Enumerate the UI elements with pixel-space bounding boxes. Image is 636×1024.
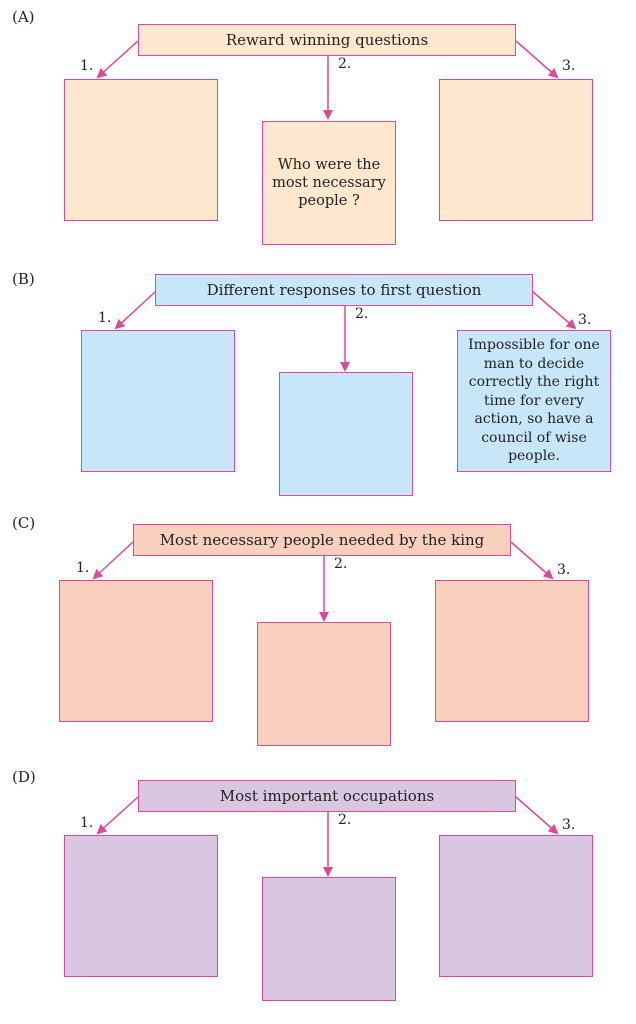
section-b: (B) Different responses to first questio… <box>0 262 636 502</box>
header-box: Reward winning questions <box>138 24 516 56</box>
connector-arrows <box>114 291 577 372</box>
answer-text: Who were the most necessary people ? <box>272 157 386 209</box>
number-label-1: 1. <box>76 560 90 576</box>
answer-box-2 <box>257 622 391 746</box>
answer-box-3 <box>439 835 593 977</box>
header-text: Most important occupations <box>219 787 435 805</box>
number-label-2: 2. <box>355 306 369 322</box>
connector-arrows <box>92 541 554 622</box>
connector-arrows <box>96 796 559 877</box>
section-a: (A) Reward winning questions 1. 2. 3. Wh… <box>0 0 636 250</box>
answer-box-3 <box>435 580 589 722</box>
header-text: Most necessary people needed by the king <box>159 531 485 549</box>
answer-box-2 <box>279 372 413 496</box>
number-label-1: 1. <box>80 815 94 831</box>
number-label-3: 3. <box>557 562 571 578</box>
section-label: (C) <box>12 514 36 532</box>
section-d: (D) Most important occupations 1. 2. 3. <box>0 766 636 1016</box>
header-box: Most important occupations <box>138 780 516 812</box>
header-text: Reward winning questions <box>225 31 429 49</box>
answer-box-1 <box>81 330 235 472</box>
section-label: (D) <box>12 768 36 786</box>
header-box: Most necessary people needed by the king <box>133 524 511 556</box>
number-label-3: 3. <box>562 58 576 74</box>
section-label: (A) <box>12 8 35 26</box>
answer-box-2 <box>262 877 396 1001</box>
number-label-2: 2. <box>334 556 348 572</box>
section-c: (C) Most necessary people needed by the … <box>0 506 636 751</box>
answer-text: Impossible for one man to decide correct… <box>468 337 600 465</box>
section-label: (B) <box>12 270 35 288</box>
header-box: Different responses to first question <box>155 274 533 306</box>
answer-box-1 <box>64 79 218 221</box>
number-label-3: 3. <box>578 312 592 328</box>
number-label-2: 2. <box>338 56 352 72</box>
answer-box-3 <box>439 79 593 221</box>
header-text: Different responses to first question <box>206 281 482 299</box>
number-label-3: 3. <box>562 817 576 833</box>
number-label-1: 1. <box>80 58 94 74</box>
connector-arrows <box>96 40 559 120</box>
answer-box-1 <box>59 580 213 722</box>
answer-box-2: Who were the most necessary people ? <box>262 121 396 245</box>
answer-box-3: Impossible for one man to decide correct… <box>457 330 611 472</box>
answer-box-1 <box>64 835 218 977</box>
number-label-2: 2. <box>338 812 352 828</box>
number-label-1: 1. <box>98 310 112 326</box>
